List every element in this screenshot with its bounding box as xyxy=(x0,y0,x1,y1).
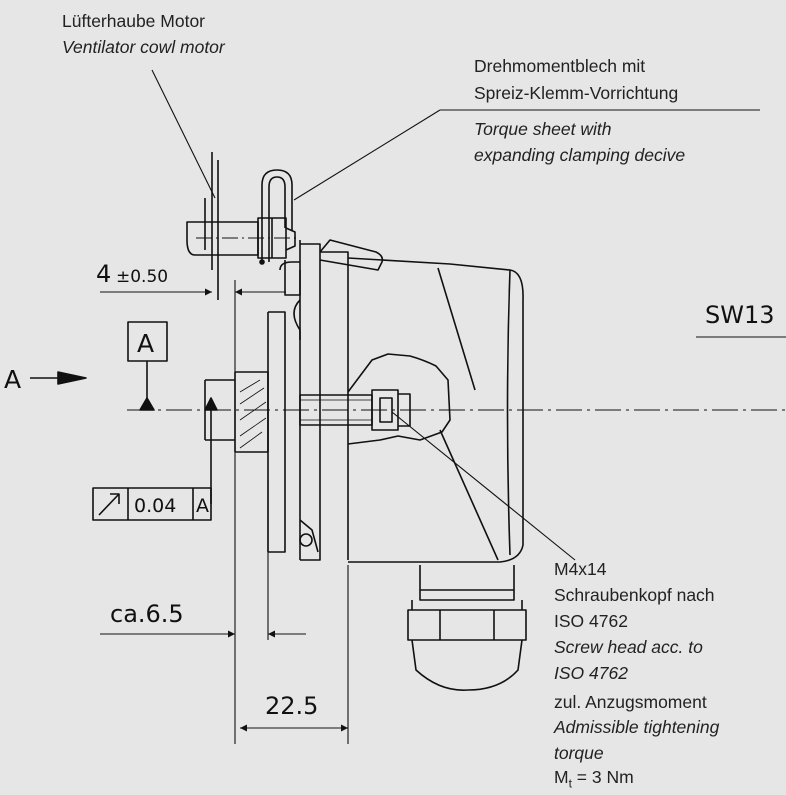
screw-label-3: ISO 4762 xyxy=(554,611,628,631)
view-arrow-a xyxy=(30,371,87,385)
torque-sheet-label-de-2: Spreiz-Klemm-Vorrichtung xyxy=(474,83,679,103)
runout-datum: A xyxy=(196,495,209,517)
screw-torque-rest: = 3 Nm xyxy=(571,767,634,787)
dim-gap xyxy=(100,280,286,744)
datum-a xyxy=(127,321,168,411)
dim-ca65-label: ca.6.5 xyxy=(110,600,184,628)
screw-label-1: M4x14 xyxy=(554,559,607,579)
runout-value: 0.04 xyxy=(134,495,176,517)
fan-cowl xyxy=(204,152,219,300)
dim-gap-main: 4 xyxy=(96,260,111,288)
torque-sheet xyxy=(261,169,293,262)
leader-lines xyxy=(151,69,786,561)
screw-label-2: Schraubenkopf nach xyxy=(554,585,715,605)
cable-gland xyxy=(407,565,527,691)
dim-gap-tol: ±0.50 xyxy=(116,267,168,287)
torque-sheet-bolt xyxy=(186,217,300,259)
screw-label-5: ISO 4762 xyxy=(554,663,628,683)
screw-torque-symbol: M xyxy=(554,767,569,787)
motor-housing xyxy=(293,239,524,563)
fan-cowl-label-de: Lüfterhaube Motor xyxy=(62,11,206,31)
wrench-size-label: SW13 xyxy=(705,301,775,329)
screw-label-4: Screw head acc. to xyxy=(554,637,703,657)
torque-sheet-label-en-2: expanding clamping decive xyxy=(474,145,686,165)
fan-cowl-label-en: Ventilator cowl motor xyxy=(62,37,225,57)
torque-sheet-label-en-1: Torque sheet with xyxy=(474,119,612,139)
screw-label-8: torque xyxy=(554,743,604,763)
screw-label-7: Admissible tightening xyxy=(554,717,720,737)
runout-tolerance-frame xyxy=(92,397,218,521)
flange xyxy=(204,240,349,561)
datum-a-label: A xyxy=(137,329,154,358)
dim-ca65 xyxy=(100,480,306,640)
view-arrow-label: A xyxy=(4,365,21,394)
screw-label-6: zul. Anzugsmoment xyxy=(554,692,707,712)
dim-225-label: 22.5 xyxy=(265,692,318,720)
dim-225 xyxy=(240,565,349,744)
screw-torque-value: Mt = 3 Nm xyxy=(554,766,634,795)
torque-sheet-label-de-1: Drehmomentblech mit xyxy=(474,56,646,76)
screw-m4x14 xyxy=(299,389,411,431)
screw-torque-subscript: t xyxy=(568,776,572,791)
